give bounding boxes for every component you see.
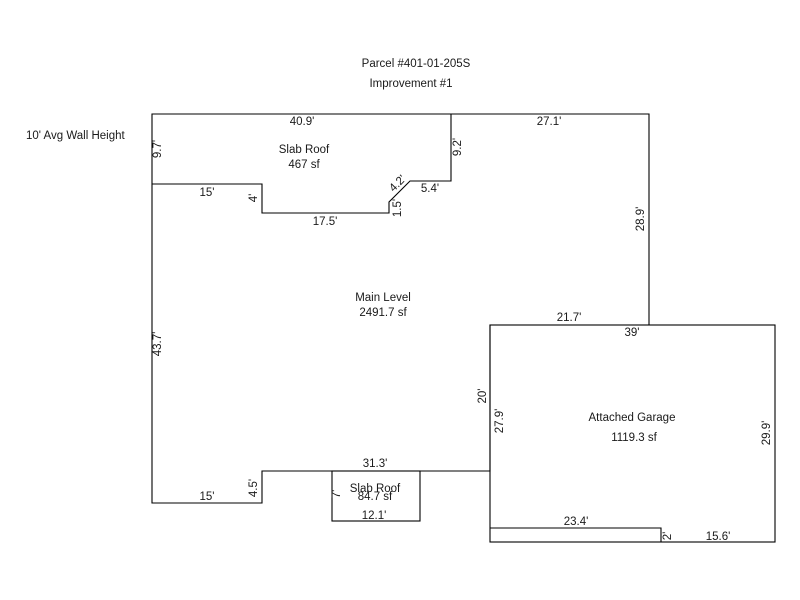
dim-garage-right: 29.9' <box>761 421 773 446</box>
dim-top-slab-width: 40.9' <box>290 116 315 128</box>
dim-slab-diagonal: 4.2' <box>387 173 408 194</box>
dim-bottom-left: 15' <box>200 491 215 503</box>
slab-roof-bottom-area: 84.7 sf <box>358 491 393 503</box>
attached-garage-outline <box>489 324 776 543</box>
dim-main-bottom-right: 31.3' <box>363 458 388 470</box>
dim-garage-top-inner: 21.7' <box>557 312 582 324</box>
building-outlines <box>151 113 776 543</box>
attached-garage-area: 1119.3 sf <box>611 432 657 444</box>
slab-roof-top-label: Slab Roof <box>279 144 330 156</box>
dim-bottom-slab-height: 7' <box>331 490 343 499</box>
slab-roof-top-area: 467 sf <box>288 159 320 171</box>
dim-garage-left-upper: 20' <box>477 389 489 404</box>
dim-right-wall: 28.9' <box>635 207 647 232</box>
dim-main-left-height: 43.7' <box>152 332 164 357</box>
dim-garage-left-lower: 27.9' <box>494 409 506 434</box>
slab-roof-bottom-label: Slab Roof <box>350 483 401 495</box>
dim-slab-bottom: 17.5' <box>313 216 338 228</box>
dim-garage-bottom-right: 15.6' <box>706 531 731 543</box>
dim-slab-rise: 1.5' <box>392 199 404 217</box>
dim-bottom-step: 4.5' <box>248 479 260 497</box>
horizontal-dimensions: 40.9' 27.1' 15' 17.5' 5.4' 21.7' 39' 31.… <box>200 116 731 543</box>
dim-bottom-slab-width: 12.1' <box>362 510 387 522</box>
dim-left-slab-height: 9.7' <box>152 140 164 158</box>
main-level-label: Main Level <box>355 292 411 304</box>
parcel-title: Parcel #401-01-205S <box>362 58 471 70</box>
vertical-dimensions: 9.7' 4' 1.5' 4.2' 9.2' 28.9' 43.7' 20' 2… <box>152 138 773 540</box>
wall-height-note: 10' Avg Wall Height <box>26 130 126 142</box>
attached-garage-label: Attached Garage <box>589 412 676 424</box>
dim-slab-right-height: 9.2' <box>452 138 464 156</box>
slab-roof-top-outline <box>152 114 452 214</box>
dim-slab-step-right: 5.4' <box>421 183 439 195</box>
dim-garage-notch: 2' <box>662 532 674 541</box>
dim-garage-bottom: 23.4' <box>564 516 589 528</box>
improvement-subtitle: Improvement #1 <box>369 78 452 90</box>
slab-roof-bottom-outline <box>331 470 421 522</box>
dim-slab-step-down: 4' <box>248 194 260 203</box>
dim-slab-step-left: 15' <box>200 187 215 199</box>
dim-garage-top: 39' <box>625 327 640 339</box>
main-level-area: 2491.7 sf <box>359 307 407 319</box>
garage-notch-outline <box>490 527 662 542</box>
dim-top-right-width: 27.1' <box>537 116 562 128</box>
